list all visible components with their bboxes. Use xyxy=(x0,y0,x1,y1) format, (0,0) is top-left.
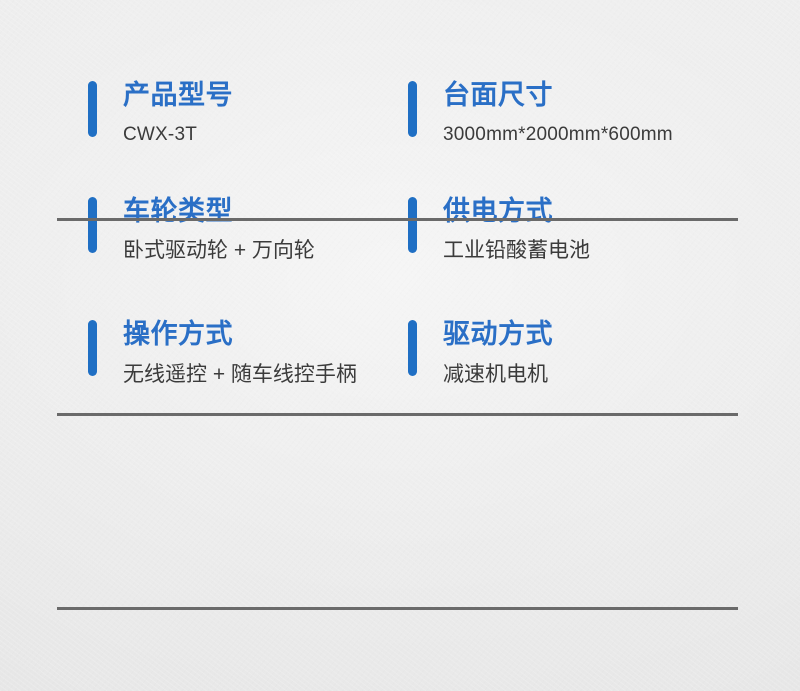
spec-label: 产品型号 xyxy=(123,80,233,110)
accent-bar-icon xyxy=(408,81,417,137)
spec-label: 供电方式 xyxy=(443,195,553,226)
spec-item-wheel-type: 车轮类型 卧式驱动轮 + 万向轮 xyxy=(0,196,390,265)
spec-label: 操作方式 xyxy=(123,318,233,349)
row-divider xyxy=(57,607,738,610)
spec-value: 3000mm*2000mm*600mm xyxy=(443,123,673,145)
spec-value: 工业铅酸蓄电池 xyxy=(443,239,590,263)
spec-item-drive-mode: 驱动方式 减速机电机 xyxy=(390,319,780,388)
spec-text-group: 车轮类型 卧式驱动轮 + 万向轮 xyxy=(123,196,315,265)
spec-item-power-supply: 供电方式 工业铅酸蓄电池 xyxy=(390,196,780,265)
spec-item-table-size: 台面尺寸 3000mm*2000mm*600mm xyxy=(390,80,780,147)
spec-item-product-model: 产品型号 CWX-3T xyxy=(0,80,390,147)
spec-text-group: 供电方式 工业铅酸蓄电池 xyxy=(443,196,590,265)
accent-bar-icon xyxy=(408,319,417,376)
accent-bar-icon xyxy=(88,319,97,376)
spec-text-group: 台面尺寸 3000mm*2000mm*600mm xyxy=(443,80,673,147)
spec-text-group: 操作方式 无线遥控 + 随车线控手柄 xyxy=(123,319,357,388)
accent-bar-icon xyxy=(408,196,417,253)
spec-value: 卧式驱动轮 + 万向轮 xyxy=(123,239,315,263)
spec-label: 台面尺寸 xyxy=(443,80,553,110)
spec-text-group: 驱动方式 减速机电机 xyxy=(443,319,553,388)
row-divider xyxy=(57,413,738,416)
spec-row: 产品型号 CWX-3T 台面尺寸 3000mm*2000mm*600mm xyxy=(0,0,800,147)
row-divider xyxy=(57,218,738,221)
spec-text-group: 产品型号 CWX-3T xyxy=(123,80,233,147)
spec-label: 车轮类型 xyxy=(123,195,233,226)
spec-value: 减速机电机 xyxy=(443,362,548,386)
accent-bar-icon xyxy=(88,81,97,137)
accent-bar-icon xyxy=(88,196,97,253)
spec-value: 无线遥控 + 随车线控手柄 xyxy=(123,362,357,386)
spec-row: 操作方式 无线遥控 + 随车线控手柄 驱动方式 减速机电机 xyxy=(0,265,800,388)
spec-row: 车轮类型 卧式驱动轮 + 万向轮 供电方式 工业铅酸蓄电池 xyxy=(0,147,800,265)
spec-label: 驱动方式 xyxy=(443,318,553,349)
spec-value: CWX-3T xyxy=(123,123,198,145)
spec-item-operation-mode: 操作方式 无线遥控 + 随车线控手柄 xyxy=(0,319,390,388)
specification-list: 产品型号 CWX-3T 台面尺寸 3000mm*2000mm*600mm 车轮类… xyxy=(0,0,800,610)
